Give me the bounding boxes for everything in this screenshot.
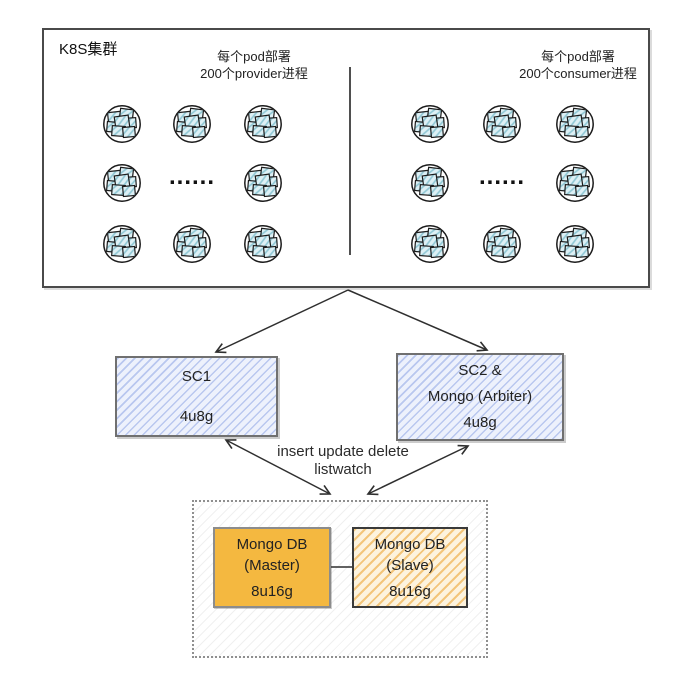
pod-icon [482,224,522,264]
mongo-master-title: Mongo DB (Master) [236,535,308,574]
pod-icon [410,163,450,203]
pod-icon [102,104,142,144]
pod-icon [243,104,283,144]
pod-icon [555,224,595,264]
pod-icon [410,224,450,264]
sc2-title: SC2 & Mongo (Arbiter) [427,362,533,405]
pod-icon [555,163,595,203]
pod-icon [555,104,595,144]
pod-icon [172,104,212,144]
sc1-node: SC1 4u8g [115,356,278,437]
arrow-cluster-to-sc2 [347,289,487,350]
sc2-node: SC2 & Mongo (Arbiter) 4u8g [396,353,564,441]
sc2-spec: 4u8g [463,414,497,431]
pod-icon [172,224,212,264]
k8s-cluster-title: K8S集群 [59,41,118,58]
db-operations-label: insert update delete listwatch [277,443,409,478]
mongo-master-spec: 8u16g [251,582,293,600]
mongo-master-node: Mongo DB (Master) 8u16g [213,527,331,608]
provider-pods-caption: 每个pod部署 200个provider进程 [200,49,308,81]
mongo-slave-title: Mongo DB (Slave) [374,535,446,574]
pod-icon [102,163,142,203]
more-pods-ellipsis: ...... [168,163,215,190]
pod-icon [243,224,283,264]
pod-icon [102,224,142,264]
consumer-pods-caption: 每个pod部署 200个consumer进程 [519,49,637,81]
mongo-slave-spec: 8u16g [389,582,431,600]
arrow-cluster-to-sc1 [216,289,349,352]
sc1-spec: 4u8g [179,407,214,425]
pod-icon [410,104,450,144]
mongo-cluster-container: Mongo DB (Master) 8u16g Mongo DB (Slave)… [192,500,488,658]
k8s-cluster-box: K8S集群 每个pod部署 200个provider进程 每个pod部署 200… [42,28,650,288]
mongo-slave-node: Mongo DB (Slave) 8u16g [352,527,468,608]
cluster-divider [349,67,351,255]
more-pods-ellipsis: ...... [478,163,525,190]
sc1-title: SC1 [181,367,212,385]
pod-icon [243,163,283,203]
pod-icon [482,104,522,144]
